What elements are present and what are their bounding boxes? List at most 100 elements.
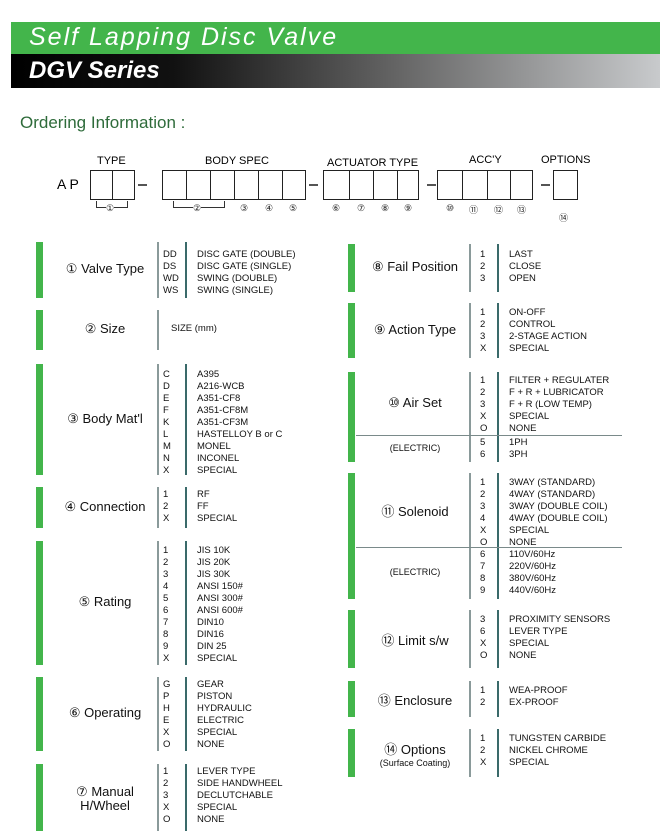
option-desc: 380V/60Hz [509,573,557,584]
accent-bar [348,303,355,358]
option-code: 7 [163,617,169,628]
option-code: X [163,465,170,476]
separator-dash [541,184,550,186]
option-desc: GEAR [197,679,224,690]
option-desc: A351-CF8 [197,393,241,404]
option-desc: RF [197,489,210,500]
option-desc: SPECIAL [509,638,550,649]
option-code: H [163,703,170,714]
option-desc: NICKEL CHROME [509,745,588,756]
divider-line [185,487,187,528]
option-desc: OPEN [509,273,536,284]
position-number: ① [106,203,115,214]
section-label: ⑧ Fail Position [371,259,459,274]
option-desc: CLOSE [509,261,542,272]
option-desc: 110V/60Hz [509,549,556,560]
option-desc: LEVER TYPE [197,766,256,777]
option-code: X [163,802,170,813]
option-code: P [163,691,170,702]
code-box [349,170,374,200]
option-code: 2 [480,319,486,330]
series-banner: DGV Series [11,54,660,88]
divider-line [157,364,159,475]
option-code: X [480,757,487,768]
divider-line [497,681,499,717]
electric-label: (ELECTRIC) [389,567,441,577]
option-code: L [163,429,169,440]
size-text: SIZE (mm) [171,323,217,334]
option-code: M [163,441,171,452]
section-label: ② Size [84,321,126,336]
section-label: ⑨ Action Type [373,321,457,337]
option-code: 3 [480,331,486,342]
position-number: ⑬ [517,203,527,216]
option-code: 1 [163,766,169,777]
option-desc: SPECIAL [509,343,550,354]
section-sublabel: (Surface Coating) [379,758,451,768]
option-desc: 220V/60Hz [509,561,557,572]
code-box [210,170,235,200]
option-desc: DECLUTCHABLE [197,790,274,801]
code-box [258,170,283,200]
divider-line [185,242,187,298]
section-divider [356,435,622,436]
option-desc: A351-CF8M [197,405,249,416]
code-box [112,170,135,200]
code-box [323,170,350,200]
accent-bar [348,681,355,717]
option-desc: HYDRAULIC [197,703,252,714]
option-desc: F + R + LUBRICATOR [509,387,604,398]
group-header: OPTIONS [541,154,591,166]
position-number: ⑭ [559,211,569,224]
option-desc: DIN10 [197,617,224,628]
position-number: ⑫ [494,203,504,216]
option-code: 2 [480,745,486,756]
option-code: 1 [480,307,486,318]
position-number: ⑩ [446,203,455,214]
code-box [487,170,511,200]
group-header: ACTUATOR TYPE [327,157,419,169]
option-desc: FILTER + REGULATER [509,375,610,386]
option-desc: SWING (SINGLE) [197,285,274,296]
option-code: 2 [480,697,486,708]
accent-bar [348,729,355,777]
option-code: 5 [163,593,169,604]
section-label: ① Valve Type [65,261,145,276]
option-desc: SPECIAL [197,653,238,664]
series-title: DGV Series [29,57,160,84]
option-code: E [163,715,170,726]
option-code: 1 [480,733,486,744]
option-desc: 2-STAGE ACTION [509,331,587,342]
option-desc: SPECIAL [509,757,550,768]
option-desc: 4WAY (DOUBLE COIL) [509,513,608,524]
option-code: 2 [163,557,169,568]
divider-line [157,541,159,665]
option-code: X [163,653,170,664]
option-desc: SWING (DOUBLE) [197,273,278,284]
code-box [90,170,113,200]
option-code: 1 [480,375,486,386]
option-code: 2 [163,501,169,512]
divider-line [157,310,159,350]
section-label-line2: H/Wheel [80,797,130,813]
option-code: 3 [163,569,169,580]
option-desc: 440V/60Hz [509,585,557,596]
option-code: 7 [480,561,486,572]
option-code: 6 [480,626,486,637]
option-desc: 1PH [509,437,528,448]
option-code: O [480,423,488,434]
option-code: X [480,525,487,536]
divider-line [157,242,159,298]
option-desc: NONE [509,650,537,661]
option-desc: DIN 25 [197,641,227,652]
position-number: ② [193,203,202,214]
option-desc: LEVER TYPE [509,626,568,637]
option-desc: WEA-PROOF [509,685,568,696]
option-desc: EX-PROOF [509,697,559,708]
option-code: 2 [480,261,486,272]
section-label: ③ Body Mat'l [67,410,143,426]
divider-line [157,764,159,831]
